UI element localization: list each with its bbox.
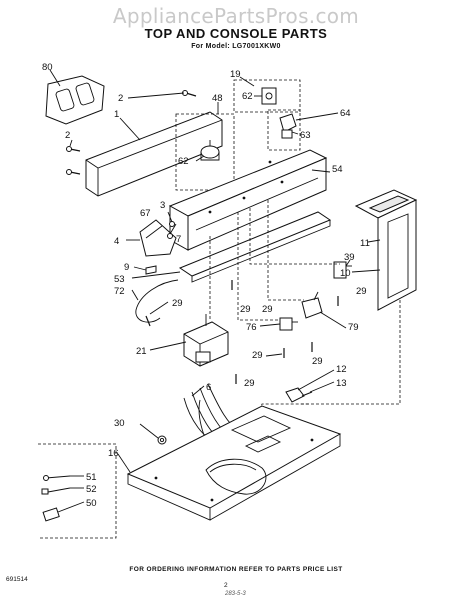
callout-29-wire: 29 [172,298,183,309]
callout-29-door: 29 [312,356,323,367]
callout-52: 52 [86,484,97,495]
part-79-door-switch[interactable] [301,291,323,319]
part-1-console-panel[interactable] [85,111,223,197]
page-number: 2 [224,582,228,589]
part-19-switch-group[interactable] [233,79,301,151]
callout-54: 54 [332,164,343,175]
callout-29-switch: 29 [252,350,263,361]
callout-4: 4 [114,236,119,247]
callout-10: 10 [340,268,351,279]
part-48-knob-group[interactable] [175,113,235,191]
callout-29-timer: 29 [244,378,255,389]
callout-2-left: 2 [65,130,70,141]
callout-13: 13 [336,378,347,389]
part-52-connector[interactable] [41,487,71,495]
callout-1: 1 [114,109,119,120]
part-54-console-body[interactable] [168,149,328,251]
callout-6: 6 [206,382,211,393]
part-30-grommet[interactable] [157,435,167,445]
part-51-wire-nut[interactable] [43,475,71,481]
callout-labels: 80 2 1 2 48 19 62 64 63 62 54 3 67 7 4 9… [42,62,370,509]
part-12-terminal-block[interactable] [285,387,313,403]
callout-50: 50 [86,498,97,509]
part-21-timer[interactable] [183,314,229,367]
callout-51: 51 [86,472,97,483]
callout-9: 9 [124,262,129,273]
callout-64: 64 [340,108,351,119]
leader-lines [49,69,381,513]
part-50-terminal[interactable] [42,507,60,522]
part-53-lower-rail[interactable] [178,211,332,283]
part-76-switch[interactable] [279,317,298,331]
callout-48: 48 [212,93,223,104]
callout-72: 72 [114,286,125,297]
parts-inset-box [38,443,117,539]
ordering-footer: FOR ORDERING INFORMATION REFER TO PARTS … [129,566,343,573]
model-subtitle: For Model: LG7001XKW0 [191,43,281,50]
callout-3: 3 [160,200,165,211]
callout-30: 30 [114,418,125,429]
part-39-switch[interactable] [333,261,352,279]
callout-12: 12 [336,364,347,375]
callout-2-top: 2 [118,93,123,104]
page-title: TOP AND CONSOLE PARTS [144,26,328,41]
callout-79: 79 [348,322,359,333]
callout-29-mid: 29 [262,304,273,315]
callout-63: 63 [300,130,311,141]
callout-39: 39 [344,252,355,263]
handwritten-note: 283-5-3 [225,591,246,597]
callout-67: 67 [140,208,151,219]
callout-11: 11 [360,238,370,249]
callout-76: 76 [246,322,257,333]
callout-80: 80 [42,62,53,73]
part-80-escutcheon-plate[interactable] [45,75,105,125]
callout-21: 21 [136,346,147,357]
watermark-text: AppliancePartsPros.com [112,4,360,28]
callout-29-right: 29 [356,286,367,297]
part-2-screws[interactable] [66,90,197,175]
part-9-clip[interactable] [145,265,157,275]
part-72-wire[interactable] [135,279,179,327]
callout-62-mid: 62 [178,156,189,167]
callout-19: 19 [230,69,241,80]
callout-53: 53 [114,274,125,285]
callout-16: 16 [108,448,119,459]
callout-62-top: 62 [242,91,253,102]
part-29-screws[interactable] [231,280,339,384]
document-number: 691514 [6,576,28,583]
part-4-end-cap[interactable] [139,219,177,257]
callout-7: 7 [176,234,181,245]
part-11-lint-duct[interactable] [354,189,418,311]
top-panel-harness [205,458,267,495]
part-16-top-panel[interactable] [126,405,342,521]
callout-29-console: 29 [240,304,251,315]
